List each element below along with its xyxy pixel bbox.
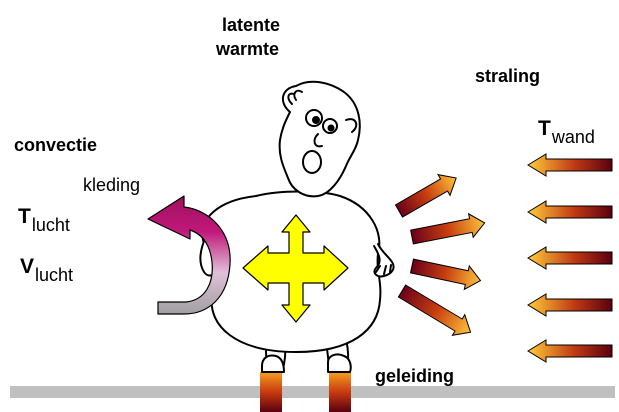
floor-bar [10, 386, 615, 398]
v-air-subscript: lucht [35, 265, 73, 285]
t-wall-subscript: wand [552, 127, 595, 147]
v-air-symbol: V [20, 255, 34, 278]
radiation-out-arrows-icon [393, 168, 487, 343]
convection-label: convectie [14, 136, 97, 154]
t-wall-symbol: T [538, 117, 551, 140]
clothing-label: kleding [83, 176, 140, 194]
t-air-label: Tlucht [18, 206, 70, 227]
v-air-label: Vlucht [20, 256, 73, 277]
latent-heat-label-line1: latente [222, 16, 280, 34]
t-wall-label: Twand [538, 118, 595, 139]
t-air-symbol: T [18, 205, 31, 228]
t-air-subscript: lucht [32, 215, 70, 235]
radiation-label: straling [475, 67, 540, 85]
radiation-in-arrows-icon [528, 154, 612, 362]
conduction-label: geleiding [375, 367, 454, 385]
latent-heat-label-line2: warmte [216, 40, 279, 58]
